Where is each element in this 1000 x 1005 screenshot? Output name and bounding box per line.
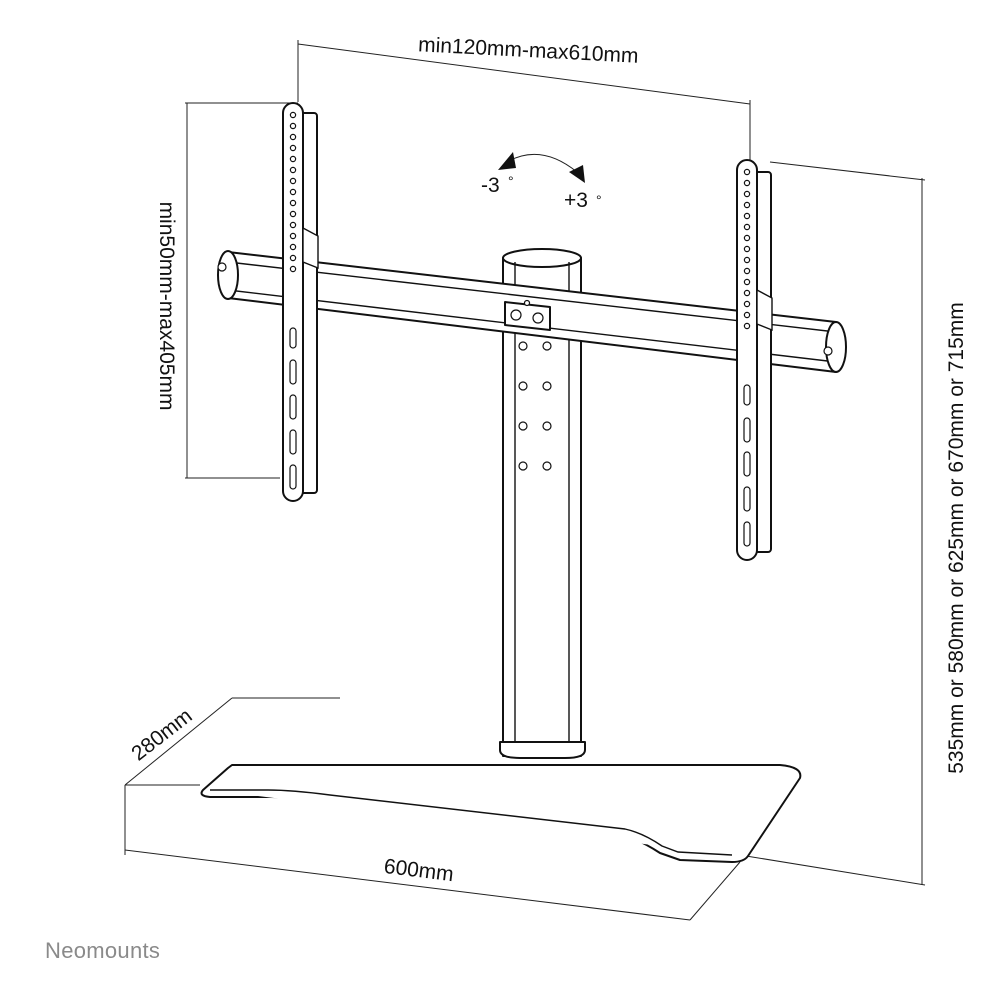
dimension-lines xyxy=(124,40,926,921)
vesa-width-label: min120mm-max610mm xyxy=(418,33,639,68)
tilt-plus-degree: ° xyxy=(596,192,602,208)
tilt-minus-label: -3 xyxy=(481,174,500,197)
right-arm-holes xyxy=(743,168,751,330)
right-vesa-arm xyxy=(736,159,773,561)
tilt-arrow xyxy=(498,152,585,183)
base-plate xyxy=(200,764,802,863)
tilt-arrow-left-head xyxy=(498,152,516,170)
tilt-minus-degree: ° xyxy=(508,173,514,189)
column xyxy=(499,248,586,759)
left-vesa-arm xyxy=(282,102,319,502)
vesa-height-label: min50mm-max405mm xyxy=(155,202,178,411)
left-arm-holes xyxy=(289,111,297,273)
right-arm-slots xyxy=(743,384,751,547)
height-options-label: 535mm or 580mm or 625mm or 670mm or 715m… xyxy=(945,302,968,774)
base-width-label: 600mm xyxy=(383,855,455,886)
tilt-plus-label: +3 xyxy=(564,189,588,212)
tilt-arrow-right-head xyxy=(569,165,585,183)
column-holes xyxy=(518,341,552,471)
left-arm-slots xyxy=(289,327,297,490)
brand-logo-text: Neomounts xyxy=(45,938,160,963)
cross-bar xyxy=(217,250,847,373)
